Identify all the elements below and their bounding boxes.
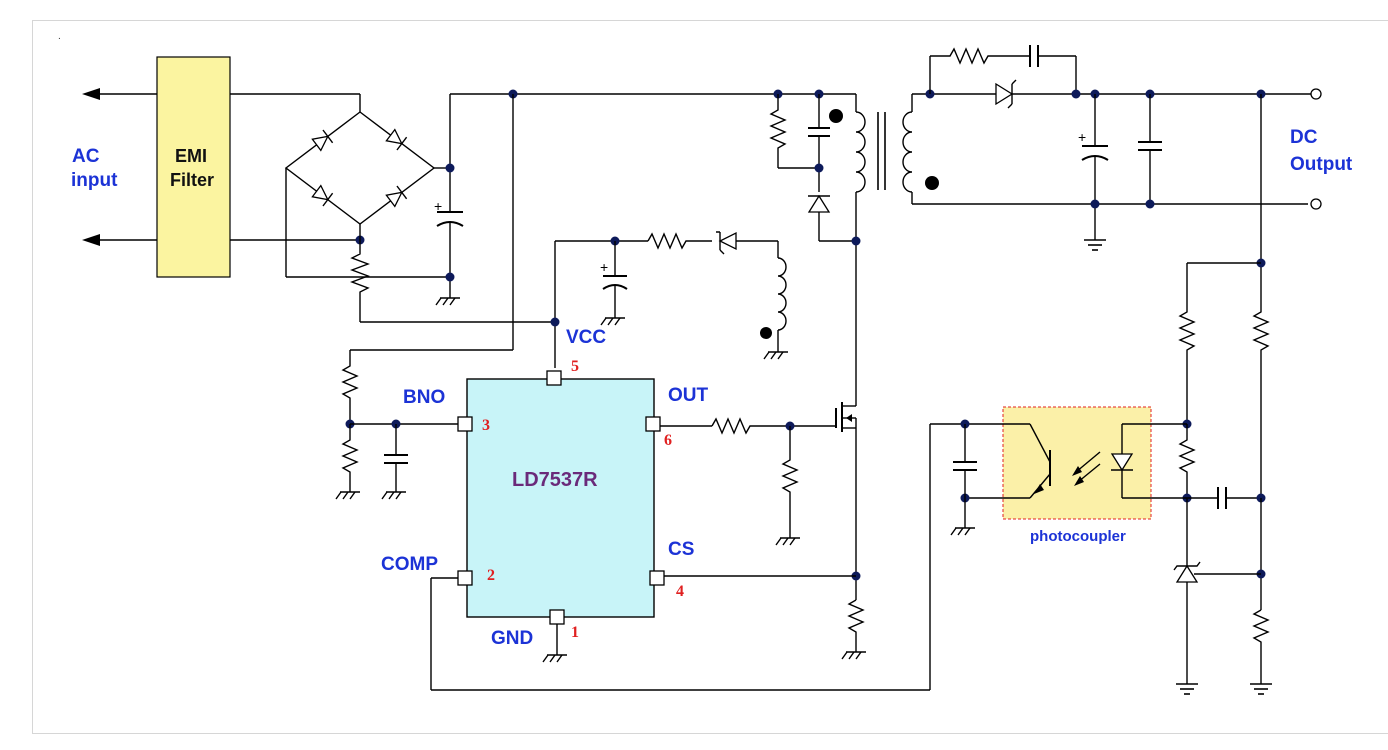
corner-mark: . xyxy=(58,31,61,42)
photocoupler-label: photocoupler xyxy=(1030,528,1126,545)
pin-2-box xyxy=(457,570,473,586)
pin-label-cs: CS xyxy=(668,539,694,560)
chip-name: LD7537R xyxy=(512,469,598,491)
pin-5-box xyxy=(546,370,562,386)
pin-number-4: 4 xyxy=(676,583,684,600)
pin-number-1: 1 xyxy=(571,624,579,641)
pin-label-out: OUT xyxy=(668,385,709,406)
bridge-rectifier xyxy=(284,111,436,225)
svg-text:+: + xyxy=(1078,129,1086,145)
ac-input-arrows xyxy=(82,88,157,246)
emi-filter-block xyxy=(156,56,231,278)
pin-label-gnd: GND xyxy=(491,628,533,649)
pin-label-vcc: VCC xyxy=(566,327,606,348)
emi-filter-label-2: Filter xyxy=(170,170,214,190)
pin-4-box xyxy=(649,570,665,586)
ac-input-label-1: AC xyxy=(72,146,100,167)
ld7537r-chip xyxy=(466,378,655,618)
pin-number-6: 6 xyxy=(664,432,672,449)
pin-number-2: 2 xyxy=(487,567,495,584)
dc-output-label-2: Output xyxy=(1290,154,1353,175)
pin-1-box xyxy=(549,609,565,625)
svg-text:+: + xyxy=(434,198,442,214)
emi-filter-label-1: EMI xyxy=(175,146,207,166)
pin-number-3: 3 xyxy=(482,417,490,434)
pin-label-comp: COMP xyxy=(381,554,438,575)
pin-3-box xyxy=(457,416,473,432)
ac-input-label-2: input xyxy=(71,170,118,191)
pin-6-box xyxy=(645,416,661,432)
diagram-frame xyxy=(32,20,1388,734)
pin-number-5: 5 xyxy=(571,358,579,375)
dc-output-label-1: DC xyxy=(1290,127,1318,148)
pin-label-bno: BNO xyxy=(403,387,445,408)
svg-text:+: + xyxy=(600,259,608,275)
